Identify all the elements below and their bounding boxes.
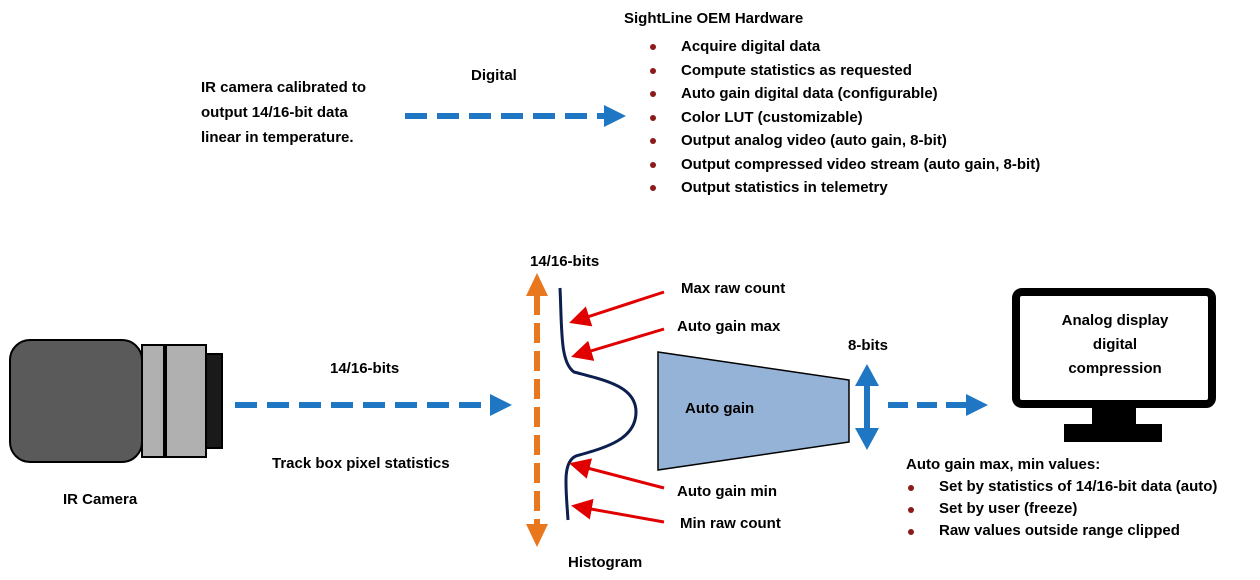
histogram-curve	[558, 287, 638, 521]
digital-label: Digital	[471, 67, 517, 84]
output-arrow	[888, 394, 988, 416]
auto-gain-values-list: Set by statistics of 14/16-bit data (aut…	[891, 476, 1259, 542]
bits-in-label: 14/16-bits	[330, 360, 400, 377]
auto-gain-values-item: Set by statistics of 14/16-bit data (aut…	[891, 476, 1259, 498]
camera-note-line1: IR camera calibrated to	[201, 79, 367, 96]
auto-gain-values-item: Set by user (freeze)	[891, 498, 1259, 520]
hardware-list: Acquire digital data Compute statistics …	[633, 35, 1040, 200]
histogram-bottom-label: Histogram	[568, 554, 643, 571]
auto-gain-values-item: Raw values outside range clipped	[891, 520, 1259, 542]
ir-camera-icon	[9, 339, 223, 463]
max-raw-count-label: Max raw count	[681, 280, 786, 297]
camera-note-line3: linear in temperature.	[201, 129, 354, 146]
eight-bits-label: 8-bits	[848, 337, 889, 354]
camera-label: IR Camera	[63, 491, 138, 508]
track-box-label: Track box pixel statistics	[272, 455, 450, 472]
hardware-title: SightLine OEM Hardware	[624, 10, 804, 27]
hardware-item: Output statistics in telemetry	[633, 176, 1040, 200]
bits-in-arrow	[235, 394, 512, 416]
min-raw-count-arrow	[571, 498, 665, 524]
monitor-line1: Analog display	[1061, 312, 1169, 329]
digital-arrow	[405, 105, 626, 127]
monitor-icon	[1012, 288, 1216, 442]
camera-note-line2: output 14/16-bit data	[201, 104, 348, 121]
auto-gain-min-arrow	[569, 458, 665, 490]
auto-gain-max-label: Auto gain max	[677, 318, 781, 335]
hardware-item: Compute statistics as requested	[633, 59, 1040, 83]
hardware-item: Output analog video (auto gain, 8-bit)	[633, 129, 1040, 153]
auto-gain-max-arrow	[571, 327, 665, 361]
min-raw-count-label: Min raw count	[680, 515, 781, 532]
eight-bit-range-arrow	[855, 364, 879, 450]
auto-gain-block	[657, 351, 850, 471]
auto-gain-values-title: Auto gain max, min values:	[906, 456, 1101, 473]
monitor-line3: compression	[1068, 360, 1162, 377]
histogram-top-label: 14/16-bits	[530, 253, 600, 270]
auto-gain-min-label: Auto gain min	[677, 483, 777, 500]
bit-range-arrow	[526, 273, 548, 547]
monitor-line2: digital	[1092, 336, 1138, 353]
hardware-item: Color LUT (customizable)	[633, 106, 1040, 130]
max-raw-count-arrow	[569, 290, 665, 327]
auto-gain-label: Auto gain	[685, 400, 755, 417]
hardware-item: Acquire digital data	[633, 35, 1040, 59]
hardware-item: Auto gain digital data (configurable)	[633, 82, 1040, 106]
hardware-item: Output compressed video stream (auto gai…	[633, 153, 1040, 177]
